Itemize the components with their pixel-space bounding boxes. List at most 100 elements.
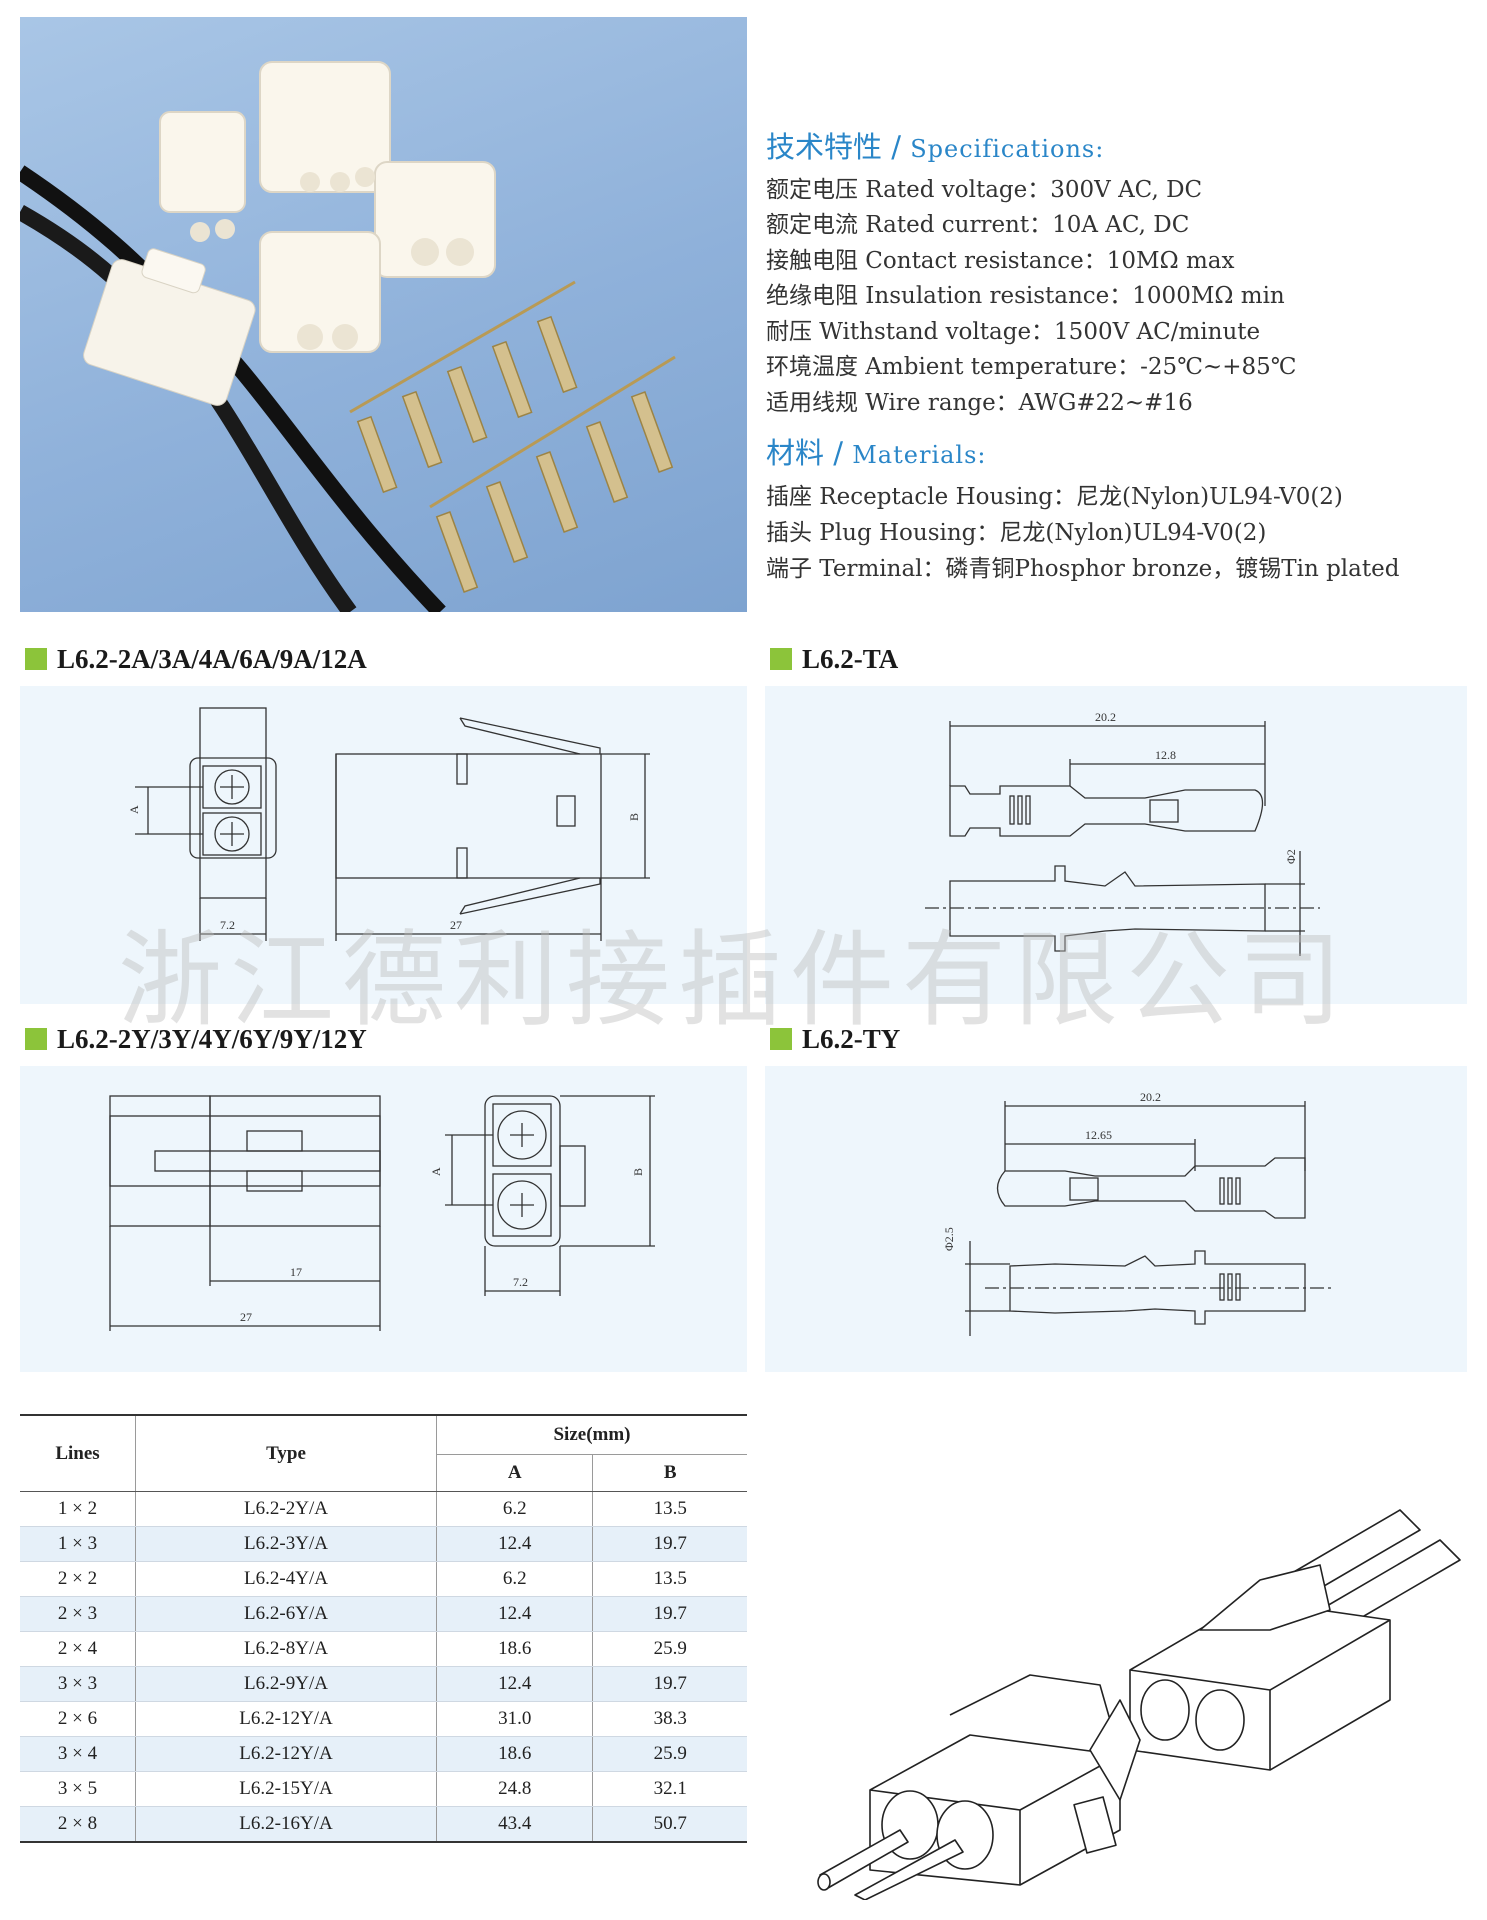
cell-type: L6.2-9Y/A	[135, 1666, 437, 1702]
cell-lines: 2 × 8	[20, 1806, 136, 1843]
product-photo	[20, 17, 747, 612]
cell-b: 19.7	[592, 1526, 747, 1562]
section-heading-y: L6.2-2Y/3Y/4Y/6Y/9Y/12Y	[25, 1024, 367, 1055]
green-square-bullet	[770, 648, 792, 670]
dim-ty-diameter-label: Φ2.5	[942, 1227, 956, 1251]
dim-y-width-label: 7.2	[513, 1275, 528, 1289]
dim-y-17-label: 17	[290, 1265, 302, 1279]
green-square-bullet	[25, 648, 47, 670]
cell-a: 12.4	[436, 1666, 594, 1702]
specifications-title-en: Specifications:	[910, 135, 1105, 163]
dim-ta-length-label: 20.2	[1095, 710, 1116, 724]
section-title-a: L6.2-2A/3A/4A/6A/9A/12A	[57, 644, 367, 674]
assembly-illustration	[780, 1470, 1470, 1901]
cell-type: L6.2-4Y/A	[135, 1561, 437, 1597]
drawing-panel-ta: 20.2 12.8 Φ2	[765, 686, 1467, 1004]
section-heading-a: L6.2-2A/3A/4A/6A/9A/12A	[25, 644, 367, 675]
cell-type: L6.2-6Y/A	[135, 1596, 437, 1632]
specifications-heading: 技术特性 / Specifications:	[766, 124, 1104, 166]
dim-b-label: B	[627, 813, 641, 821]
spec-rated-voltage: 额定电压 Rated voltage：300V AC, DC	[766, 177, 1203, 203]
cell-b: 38.3	[592, 1701, 747, 1737]
dim-width-label: 7.2	[220, 918, 235, 932]
green-square-bullet	[25, 1028, 47, 1050]
cell-a: 43.4	[436, 1806, 594, 1843]
section-title-ta: L6.2-TA	[802, 644, 899, 674]
cell-lines: 1 × 3	[20, 1526, 136, 1562]
cell-type: L6.2-12Y/A	[135, 1701, 437, 1737]
cell-type: L6.2-12Y/A	[135, 1736, 437, 1772]
connector-photo-illustration	[20, 61, 676, 612]
cell-a: 31.0	[436, 1701, 594, 1737]
cell-type: L6.2-15Y/A	[135, 1771, 437, 1807]
materials-title-en: Materials:	[852, 441, 987, 469]
spec-ambient-temperature: 环境温度 Ambient temperature：-25℃~+85℃	[766, 354, 1297, 380]
dim-y-a-label: A	[429, 1167, 443, 1176]
cell-b: 25.9	[592, 1631, 747, 1667]
material-receptacle-housing: 插座 Receptacle Housing：尼龙(Nylon)UL94-V0(2…	[766, 484, 1343, 510]
mated-connector-drawing	[817, 1509, 1461, 1901]
cell-type: L6.2-3Y/A	[135, 1526, 437, 1562]
cell-a: 6.2	[436, 1491, 594, 1527]
receptacle-drawing: A 7.2 27 B	[127, 707, 650, 941]
spec-rated-current: 额定电流 Rated current：10A AC, DC	[766, 212, 1190, 238]
cell-lines: 2 × 6	[20, 1701, 136, 1737]
dim-ty-mid-label: 12.65	[1085, 1128, 1112, 1142]
spec-insulation-resistance: 绝缘电阻 Insulation resistance：1000MΩ min	[766, 283, 1285, 309]
cell-b: 25.9	[592, 1736, 747, 1772]
col-size-header: Size(mm)	[436, 1414, 747, 1455]
section-heading-ty: L6.2-TY	[770, 1024, 900, 1055]
drawing-panel-a: A 7.2 27 B	[20, 686, 747, 1004]
plug-drawing: A B 17 27 7.2	[109, 1095, 655, 1331]
dim-ta-diameter-label: Φ2	[1284, 849, 1298, 864]
terminal-ty-drawing: 20.2 12.65 Φ2.5	[942, 1090, 1335, 1336]
spec-contact-resistance: 接触电阻 Contact resistance：10MΩ max	[766, 248, 1235, 274]
dim-length-label: 27	[450, 918, 462, 932]
col-b-header: B	[592, 1454, 747, 1492]
cell-lines: 3 × 3	[20, 1666, 136, 1702]
dim-ty-length-label: 20.2	[1140, 1090, 1161, 1104]
dim-y-b-label: B	[631, 1168, 645, 1176]
materials-title-cn: 材料	[766, 436, 825, 470]
section-title-ty: L6.2-TY	[802, 1024, 901, 1054]
specifications-title-sep: /	[891, 130, 902, 164]
cell-b: 32.1	[592, 1771, 747, 1807]
col-lines-header: Lines	[20, 1414, 136, 1492]
cell-type: L6.2-16Y/A	[135, 1806, 437, 1843]
spec-withstand-voltage: 耐压 Withstand voltage：1500V AC/minute	[766, 319, 1261, 345]
terminal-ta-drawing: 20.2 12.8 Φ2	[925, 710, 1320, 956]
cell-a: 6.2	[436, 1561, 594, 1597]
cell-a: 24.8	[436, 1771, 594, 1807]
cell-type: L6.2-2Y/A	[135, 1491, 437, 1527]
dim-a-label: A	[127, 805, 141, 814]
dim-y-27-label: 27	[240, 1310, 252, 1324]
materials-title-sep: /	[833, 436, 844, 470]
cell-lines: 1 × 2	[20, 1491, 136, 1527]
materials-heading: 材料 / Materials:	[766, 430, 987, 472]
col-a-header: A	[436, 1454, 594, 1492]
cell-b: 13.5	[592, 1491, 747, 1527]
specifications-title-cn: 技术特性	[766, 130, 883, 164]
cell-type: L6.2-8Y/A	[135, 1631, 437, 1667]
cell-b: 19.7	[592, 1596, 747, 1632]
green-square-bullet	[770, 1028, 792, 1050]
cell-a: 18.6	[436, 1736, 594, 1772]
material-terminal: 端子 Terminal：磷青铜Phosphor bronze，镀锡Tin pla…	[766, 556, 1400, 582]
section-title-y: L6.2-2Y/3Y/4Y/6Y/9Y/12Y	[57, 1024, 367, 1054]
section-heading-ta: L6.2-TA	[770, 644, 898, 675]
material-plug-housing: 插头 Plug Housing：尼龙(Nylon)UL94-V0(2)	[766, 520, 1267, 546]
drawing-panel-ty: 20.2 12.65 Φ2.5	[765, 1066, 1467, 1372]
cell-a: 12.4	[436, 1526, 594, 1562]
cell-a: 12.4	[436, 1596, 594, 1632]
cell-lines: 3 × 4	[20, 1736, 136, 1772]
